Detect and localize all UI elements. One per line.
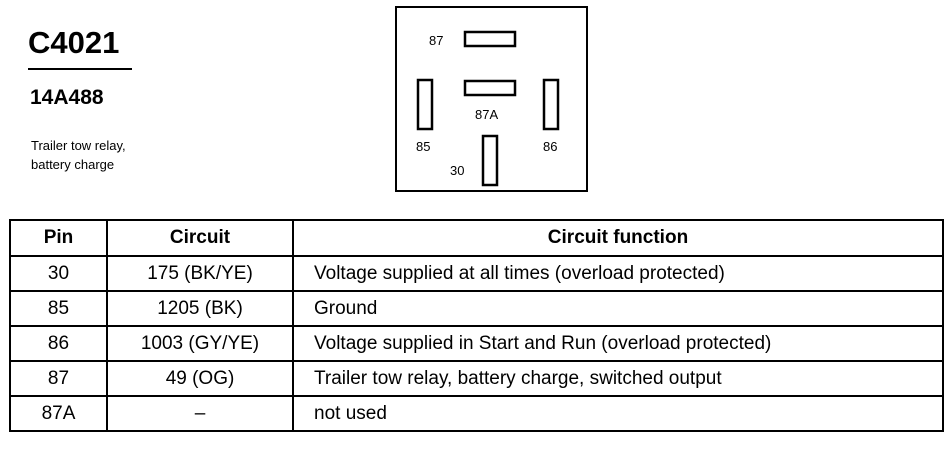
header-circuit-function: Circuit function [292, 219, 944, 257]
description-line-2: battery charge [31, 157, 115, 172]
pin-30-terminal [481, 134, 499, 187]
relay-connector-diagram: 87 87A 85 86 30 [395, 6, 588, 192]
cell-pin: 85 [9, 290, 108, 327]
relay-pin-layout [416, 30, 560, 187]
table-row: 87A – not used [9, 395, 944, 432]
cell-circuit: 1003 (GY/YE) [106, 325, 294, 362]
pin-label-87: 87 [429, 33, 444, 48]
connector-description: Trailer tow relay, battery charge [31, 136, 231, 174]
cell-function: Ground [292, 290, 944, 327]
connector-id: C4021 [28, 25, 120, 60]
connector-id-underline [28, 68, 132, 70]
table-row: 86 1003 (GY/YE) Voltage supplied in Star… [9, 325, 944, 362]
table-row: 30 175 (BK/YE) Voltage supplied at all t… [9, 255, 944, 292]
cell-function: not used [292, 395, 944, 432]
pin-86-terminal [542, 78, 560, 131]
pin-85-terminal [416, 78, 434, 131]
pin-87-terminal [463, 30, 517, 48]
pin-label-86: 86 [543, 139, 558, 154]
header-pin: Pin [9, 219, 108, 257]
cell-pin: 87 [9, 360, 108, 397]
table-header-row: Pin Circuit Circuit function [9, 219, 944, 257]
pin-label-30: 30 [450, 163, 465, 178]
cell-circuit: 1205 (BK) [106, 290, 294, 327]
table-row: 87 49 (OG) Trailer tow relay, battery ch… [9, 360, 944, 397]
cell-circuit: 175 (BK/YE) [106, 255, 294, 292]
cell-circuit: – [106, 395, 294, 432]
pin-circuit-table: Pin Circuit Circuit function 30 175 (BK/… [9, 219, 944, 432]
description-line-1: Trailer tow relay, [31, 138, 126, 153]
table-row: 85 1205 (BK) Ground [9, 290, 944, 327]
header-circuit: Circuit [106, 219, 294, 257]
cell-pin: 86 [9, 325, 108, 362]
cell-function: Voltage supplied in Start and Run (overl… [292, 325, 944, 362]
cell-pin: 30 [9, 255, 108, 292]
pin-label-87a: 87A [475, 107, 499, 122]
cell-function: Voltage supplied at all times (overload … [292, 255, 944, 292]
cell-pin: 87A [9, 395, 108, 432]
cell-function: Trailer tow relay, battery charge, switc… [292, 360, 944, 397]
part-number: 14A488 [30, 86, 104, 109]
pin-87a-terminal [463, 79, 517, 97]
pin-label-85: 85 [416, 139, 431, 154]
cell-circuit: 49 (OG) [106, 360, 294, 397]
